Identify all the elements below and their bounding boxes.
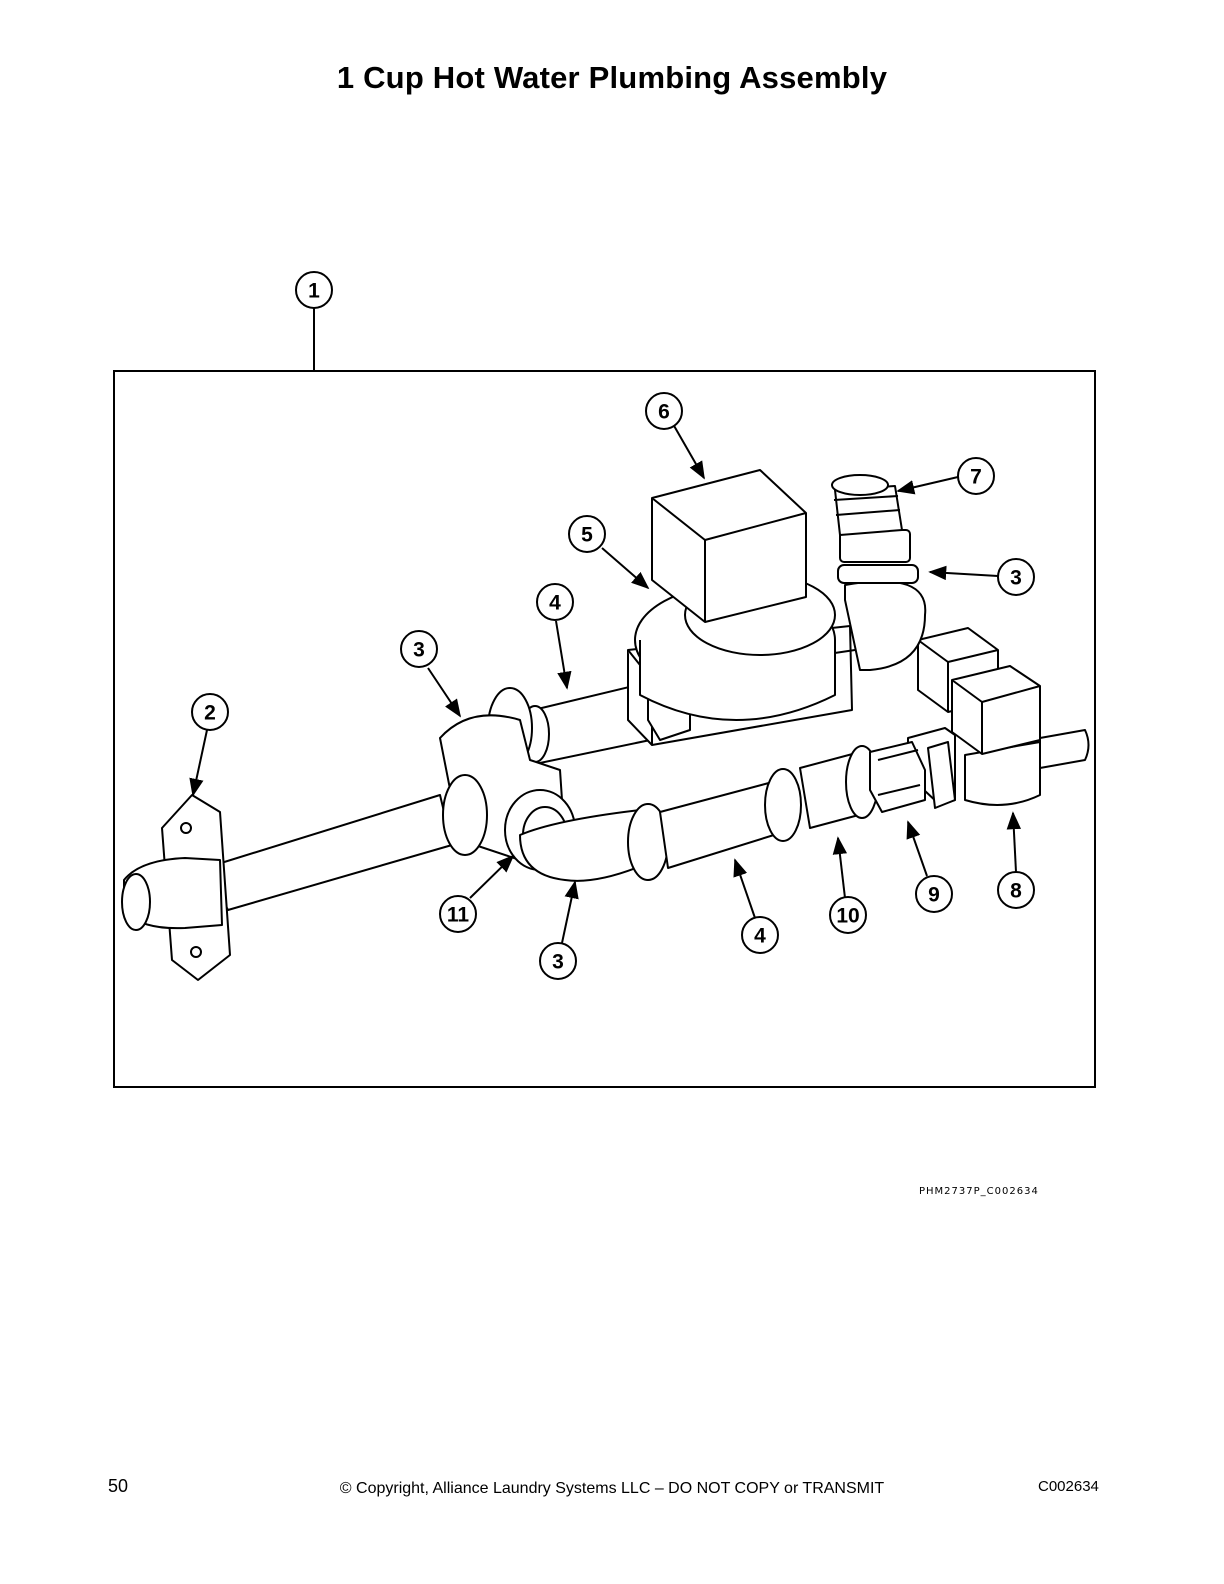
page-number: 50 xyxy=(108,1476,129,1496)
leader-line-3b xyxy=(928,565,999,581)
callout-bubble-8 xyxy=(997,871,1035,909)
callout-number-4b: 4 xyxy=(754,925,766,948)
callout-number-1: 1 xyxy=(308,280,320,303)
leader-line-6 xyxy=(672,423,705,480)
callout-number-8: 8 xyxy=(1010,880,1022,903)
callout-number-4a: 4 xyxy=(549,592,561,615)
coupling-collar xyxy=(764,768,802,842)
document-code: C002634 xyxy=(1038,1478,1099,1495)
callout-bubble-9 xyxy=(915,875,953,913)
leader-line-5 xyxy=(601,547,650,590)
callout-number-11: 11 xyxy=(447,904,470,927)
callout-number-3c: 3 xyxy=(552,951,564,974)
leader-line-11 xyxy=(469,854,515,899)
leader-line-2 xyxy=(189,729,208,797)
callout-number-3b: 3 xyxy=(1010,567,1022,590)
callout-bubble-10 xyxy=(829,896,867,934)
callout-number-7: 7 xyxy=(970,466,982,489)
callout-bubble-11 xyxy=(439,895,477,933)
callout-number-2: 2 xyxy=(204,702,216,725)
leader-line-4b xyxy=(733,858,756,919)
callout-number-5: 5 xyxy=(581,524,593,547)
leader-line-4a xyxy=(555,620,572,690)
hose-barb-part-7 xyxy=(831,474,911,563)
leader-line-3c xyxy=(561,880,579,944)
elbow-fitting-part-3 xyxy=(837,564,927,671)
callout-number-9: 9 xyxy=(928,884,940,907)
callout-bubble-3c xyxy=(539,942,577,980)
lower-elbow-part-3 xyxy=(519,809,656,882)
copyright-notice: © Copyright, Alliance Laundry Systems LL… xyxy=(339,1480,885,1497)
page-title: 1 Cup Hot Water Plumbing Assembly xyxy=(336,60,888,95)
callout-bubble-6 xyxy=(645,392,683,430)
callout-bubble-4a xyxy=(536,583,574,621)
image-code: PHM2737P_C002634 xyxy=(919,1186,1039,1197)
hex-nut-part-9 xyxy=(869,741,926,813)
reducer-fitting xyxy=(927,741,956,809)
callout-bubble-7 xyxy=(957,457,995,495)
solenoid-coil-part-6 xyxy=(651,469,807,623)
callout-number-3a: 3 xyxy=(413,639,425,662)
leader-line-9 xyxy=(906,820,928,877)
callout-bubble-3b xyxy=(997,558,1035,596)
callout-bubble-5 xyxy=(568,515,606,553)
inlet-pipe xyxy=(204,794,453,911)
leader-line-7 xyxy=(896,476,959,495)
callout-bubble-4b xyxy=(741,916,779,954)
callout-bubble-2 xyxy=(191,693,229,731)
leader-line-10 xyxy=(832,836,848,899)
callout-number-6: 6 xyxy=(658,401,670,424)
diagram-frame xyxy=(113,370,1096,1088)
leader-line-3a xyxy=(427,667,461,718)
callout-bubble-1 xyxy=(295,271,333,309)
callout-number-10: 10 xyxy=(836,905,859,928)
leader-line-8 xyxy=(1006,811,1022,873)
callout-bubble-3a xyxy=(400,630,438,668)
